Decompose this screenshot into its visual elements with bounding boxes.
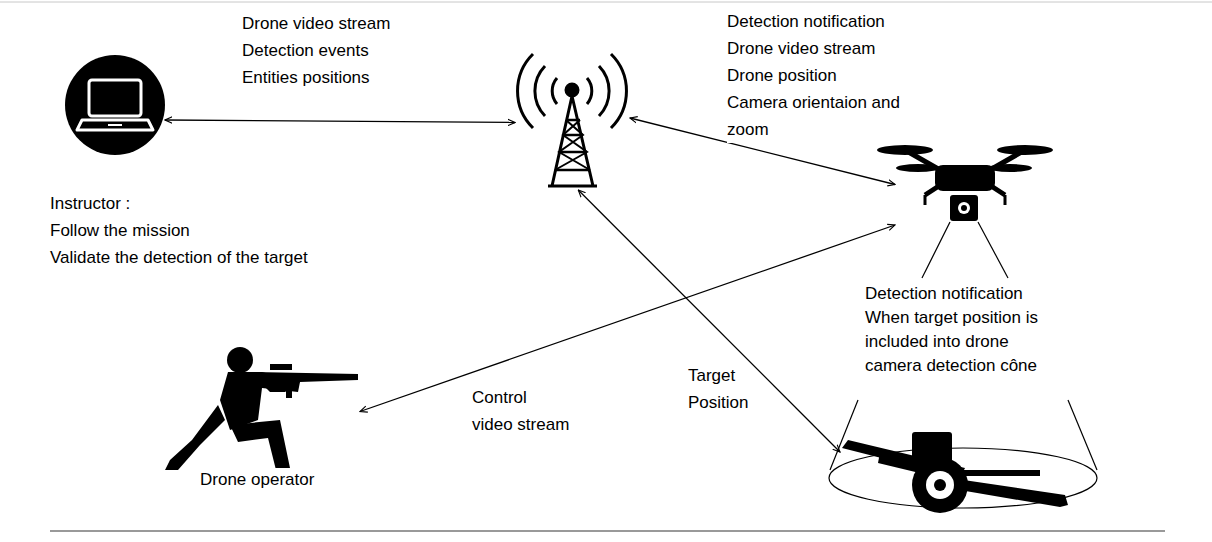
text-line: Validate the detection of the target <box>50 244 308 271</box>
text-line: included into drone <box>865 330 1038 354</box>
task-text: Validate the detection of the target <box>50 244 308 271</box>
text-line: Drone operator <box>200 468 314 492</box>
bottom-rule <box>50 530 1165 532</box>
text-line: Detection notification <box>727 8 900 35</box>
text-holder: Drone operator <box>200 468 314 492</box>
text-line: Detection events <box>242 37 390 64</box>
laptop-icon <box>65 55 165 155</box>
text-line: Drone video stream <box>727 35 900 62</box>
signal-list: Control video stream <box>472 384 569 438</box>
text-holder: Instructor :Follow the missionValidate t… <box>50 190 308 271</box>
text-line: zoom <box>727 116 900 143</box>
task-text: Follow the mission <box>50 217 308 244</box>
drone-node: Detection notification When target posit… <box>895 135 1045 225</box>
text-line: Camera orientaion and <box>727 89 900 116</box>
text-line: Follow the mission <box>50 217 308 244</box>
signal-list: Drone video stream Detection events Enti… <box>242 10 390 91</box>
edge-label: Detection notification Drone video strea… <box>727 8 900 143</box>
laptop-node: Instructor :Follow the missionValidate t… <box>65 55 165 155</box>
link-arrow <box>165 120 515 123</box>
text-holder: Detection notification When target posit… <box>865 282 1038 378</box>
drone-icon <box>877 145 1053 221</box>
cannon-icon <box>842 432 1068 513</box>
text-line: camera detection cône <box>865 354 1038 378</box>
edge-label: Drone video stream Detection events Enti… <box>242 10 390 91</box>
link-arrow <box>578 190 840 452</box>
text-line: Instructor : <box>50 190 308 217</box>
signal-list: Target Position <box>688 362 748 416</box>
text-line: Drone position <box>727 62 900 89</box>
top-rule <box>0 2 1212 3</box>
link-arrow <box>360 225 895 412</box>
text-line: Detection notification <box>865 282 1038 306</box>
radio-tower <box>518 54 627 186</box>
role-heading: Instructor : <box>50 190 308 217</box>
text-line: When target position is <box>865 306 1038 330</box>
text-line: Target <box>688 362 748 389</box>
text-line: Position <box>688 389 748 416</box>
detection-cone <box>829 222 1097 508</box>
soldier-icon <box>165 347 358 470</box>
signal-list: Detection notification Drone video strea… <box>727 8 900 143</box>
text-line: Control <box>472 384 569 411</box>
operator-label: Drone operator <box>200 468 314 492</box>
text-line: video stream <box>472 411 569 438</box>
detection-note: Detection notification When target posit… <box>865 282 1038 378</box>
edge-label: Control video stream <box>472 384 569 438</box>
tower-node <box>515 40 630 190</box>
text-line: Entities positions <box>242 64 390 91</box>
operator-node: Drone operator <box>160 340 360 470</box>
cannon-node <box>840 410 1070 515</box>
text-line: Drone video stream <box>242 10 390 37</box>
edge-label: Target Position <box>688 362 748 416</box>
